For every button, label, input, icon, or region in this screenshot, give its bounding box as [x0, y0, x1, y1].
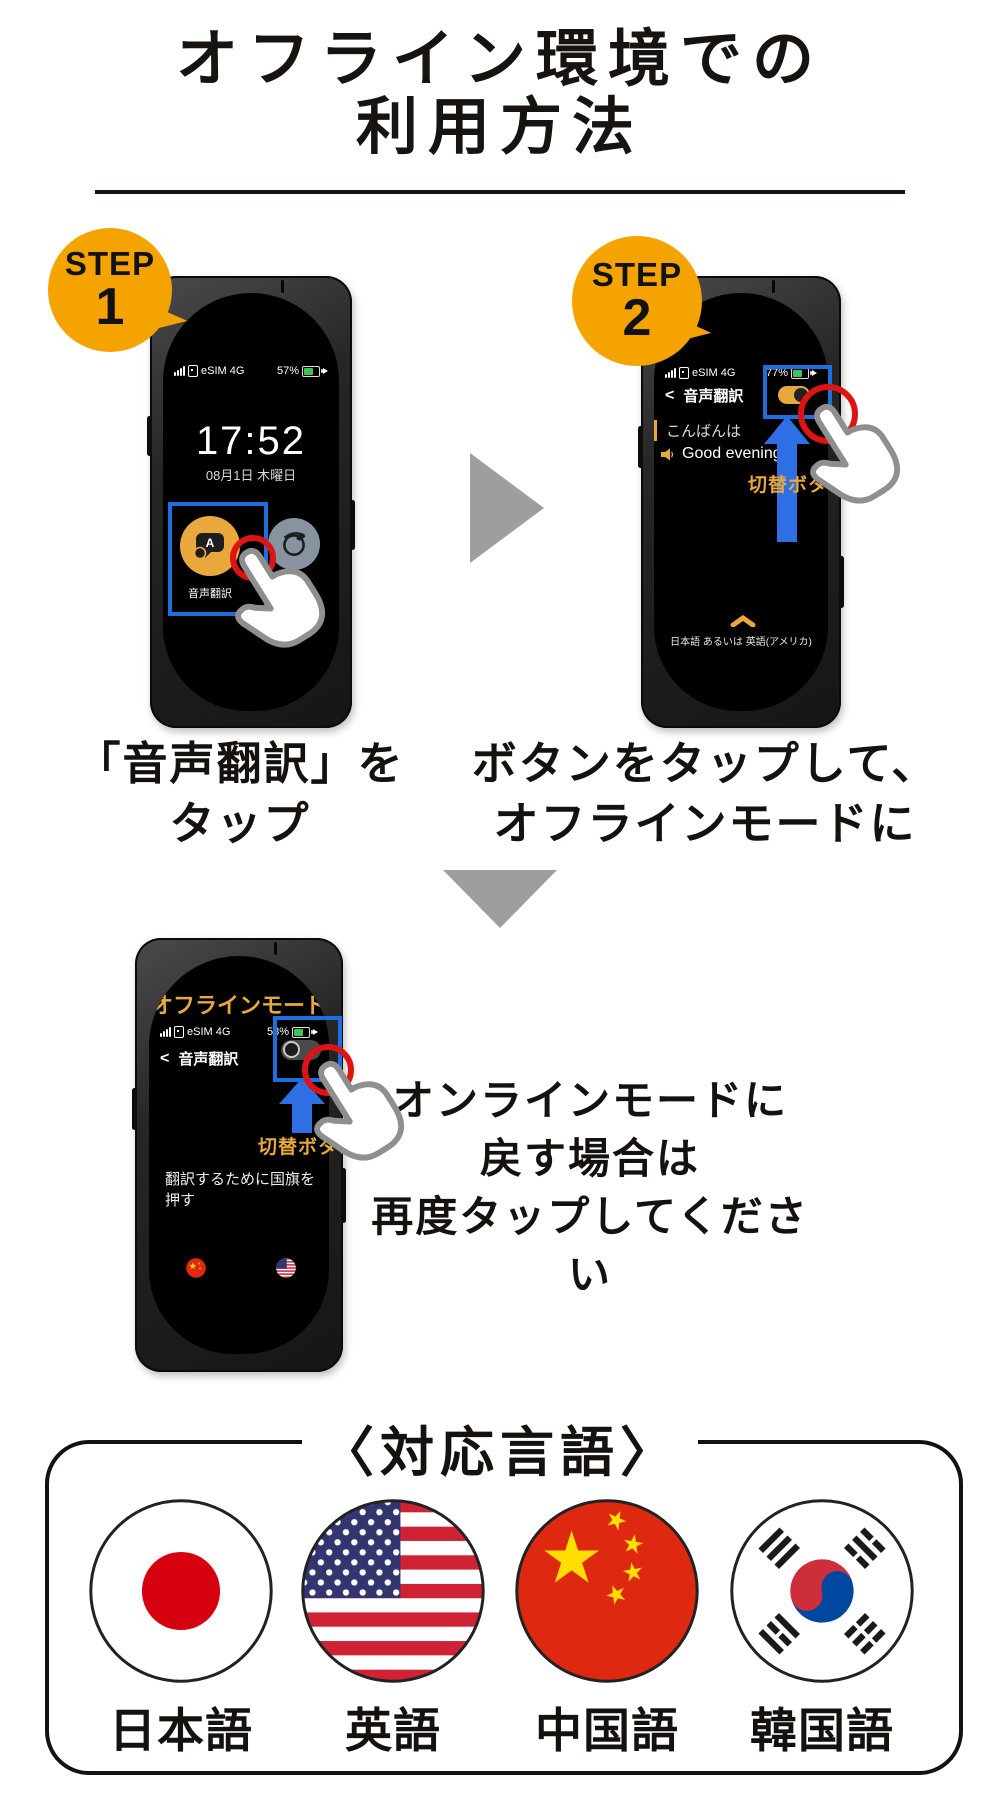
date: 08月1日 木曜日	[205, 468, 297, 483]
step1-badge: STEP 1	[48, 228, 172, 352]
battery-icon	[302, 365, 323, 377]
travel-app-button[interactable]	[268, 518, 320, 570]
step2-badge-number: 2	[622, 289, 652, 347]
battery-percent: 77%	[765, 367, 788, 379]
flow-arrow-down-icon	[443, 870, 557, 928]
page-title-line1: オフライン環境での	[175, 25, 824, 94]
step2-badge: STEP 2	[572, 236, 702, 366]
back-icon[interactable]: <	[160, 1049, 170, 1067]
pointer-arrow-shaft	[777, 443, 797, 542]
supported-languages-title: 〈対応言語〉	[302, 1408, 698, 1487]
side-button	[839, 556, 844, 608]
sim-icon	[174, 1026, 184, 1038]
hand-cursor-icon	[779, 380, 920, 529]
side-button	[638, 426, 643, 468]
side-button	[132, 1088, 137, 1130]
chevron-up-icon[interactable]	[730, 615, 756, 627]
mic-notch	[772, 280, 775, 293]
status-bar: eSIM 4G 57%	[163, 365, 339, 377]
voice-app-label: 音声翻訳	[188, 588, 232, 600]
mic-notch	[281, 280, 284, 293]
tap-target-ring	[302, 1044, 354, 1096]
globe-plane-icon	[283, 532, 306, 556]
page-title: オフライン環境での 利用方法	[0, 26, 1000, 162]
voice-translate-app-button[interactable]: A	[180, 516, 240, 576]
step1-caption: 「音声翻訳」を タップ	[75, 738, 405, 849]
source-text: こんばんは	[654, 420, 741, 441]
translated-row: Good evening	[660, 445, 782, 463]
signal-icon	[174, 366, 185, 376]
language-label-english: 英語	[345, 1704, 441, 1757]
charging-icon	[313, 1029, 318, 1035]
charging-icon	[323, 368, 328, 374]
hand-cursor-icon	[204, 524, 345, 673]
sim-icon	[679, 367, 689, 379]
signal-icon	[160, 1027, 171, 1037]
japan-flag-icon	[88, 1498, 274, 1684]
language-label-japanese: 日本語	[109, 1704, 253, 1757]
pointer-arrow-shaft	[292, 1103, 312, 1133]
mic-notch	[274, 942, 277, 955]
china-flag-button[interactable]	[186, 1258, 206, 1278]
china-flag-icon	[514, 1498, 700, 1684]
signal-icon	[665, 368, 676, 378]
flow-arrow-right-icon	[470, 453, 544, 563]
clock: 17:52	[195, 419, 307, 463]
battery-percent: 57%	[276, 365, 299, 377]
translated-text: Good evening	[682, 445, 782, 462]
language-pair-footer[interactable]: 日本語 あるいは 英語(アメリカ)	[670, 637, 812, 648]
status-bar: eSIM 4G 77%	[654, 367, 828, 379]
carrier-label: eSIM 4G	[201, 365, 245, 377]
flag-hint-text: 翻訳するために国旗を押す	[165, 1171, 316, 1209]
step2-caption: ボタンをタップして、 オフラインモードに	[471, 738, 939, 849]
side-button	[350, 500, 355, 550]
side-button	[341, 1168, 346, 1223]
step3-caption: オンラインモードに 戻す場合は 再度タップしてください	[371, 1077, 809, 1298]
screen-title: 音声翻訳	[178, 1051, 239, 1068]
title-underline	[95, 190, 905, 194]
status-bar: eSIM 4G 58%	[149, 1026, 329, 1038]
svg-text:A: A	[206, 536, 215, 550]
chat-bubble-icon: A	[193, 533, 224, 560]
screen-header: < 音声翻訳	[160, 1048, 238, 1069]
usa-flag-icon	[300, 1498, 486, 1684]
sim-icon	[188, 365, 198, 377]
screen-title: 音声翻訳	[683, 388, 744, 405]
battery-percent: 58%	[266, 1026, 289, 1038]
language-label-chinese: 中国語	[535, 1704, 679, 1757]
page-title-line2: 利用方法	[355, 93, 644, 162]
language-label-korean: 韓国語	[750, 1704, 894, 1757]
offline-mode-title: オフラインモード	[150, 993, 327, 1018]
carrier-label: eSIM 4G	[692, 367, 736, 379]
side-button	[147, 416, 152, 456]
hand-cursor-icon	[283, 1037, 424, 1186]
usa-flag-button[interactable]	[276, 1258, 296, 1278]
screen-header: < 音声翻訳	[665, 385, 743, 406]
battery-icon	[292, 1026, 313, 1038]
korea-flag-icon	[729, 1498, 915, 1684]
back-icon[interactable]: <	[665, 386, 675, 404]
step2-badge-label: STEP	[591, 256, 683, 293]
device3-screen: オフラインモード eSIM 4G 58% < 音声翻訳 翻訳するために国旗を押す	[149, 956, 329, 1354]
step1-badge-label: STEP	[64, 245, 156, 282]
speaker-icon[interactable]	[660, 448, 675, 461]
device2-screen: eSIM 4G 77% < 音声翻訳 こんばんは Good evening 日本…	[654, 293, 828, 711]
carrier-label: eSIM 4G	[187, 1026, 231, 1038]
step1-badge-number: 1	[95, 278, 125, 336]
charging-icon	[812, 370, 817, 376]
